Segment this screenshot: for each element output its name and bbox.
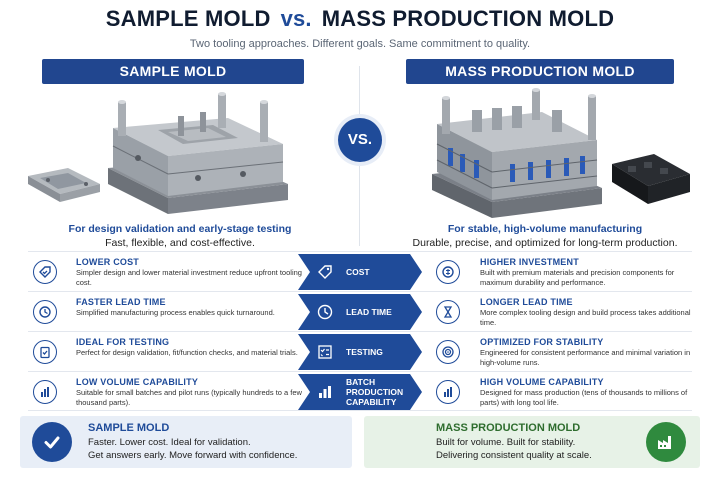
page-title: SAMPLE MOLD vs. MASS PRODUCTION MOLD [0,6,720,32]
comparison-row-testing: IDEAL FOR TESTING Perfect for design val… [28,331,692,371]
category-label: TESTING [346,347,383,357]
comparison-table: LOWER COST Simpler design and lower mate… [28,251,692,411]
comparison-row-cost: LOWER COST Simpler design and lower mate… [28,251,692,291]
tag-check-icon [33,260,57,284]
page-subtitle: Two tooling approaches. Different goals.… [189,38,531,50]
bar-chart-icon [33,380,57,404]
mass-tagline-main: For stable, high-volume manufacturing [447,223,643,235]
bar-chart-icon [316,383,334,401]
category-banner-cost: COST [298,254,422,290]
row-right-title: HIGH VOLUME CAPABILITY [480,377,604,387]
category-banner-lead-time: LEAD TIME [298,294,422,330]
title-left: SAMPLE MOLD [105,6,271,31]
title-right: MASS PRODUCTION MOLD [321,6,615,31]
category-label: COST [346,267,370,277]
category-banner-batch: BATCH PRODUCTION CAPABILITY [298,374,422,410]
mass-tagline-sub: Durable, precise, and optimized for long… [412,237,678,249]
row-left-desc: Perfect for design validation, fit/funct… [76,348,298,357]
sample-mold-summary: SAMPLE MOLD Faster. Lower cost. Ideal fo… [20,416,352,468]
bar-chart-icon [436,380,460,404]
row-right-title: OPTIMIZED FOR STABILITY [480,337,604,347]
row-left-desc: Simplified manufacturing process enables… [76,308,275,317]
mass-production-tagline: For stable, high-volume manufacturing Du… [385,223,705,249]
summary-title: MASS PRODUCTION MOLD [436,422,581,434]
checklist-icon [316,343,334,361]
coin-icon [436,260,460,284]
mass-production-header: MASS PRODUCTION MOLD [406,59,674,84]
category-label: LEAD TIME [346,307,392,317]
row-right-title: HIGHER INVESTMENT [480,257,579,267]
summary-line-1: Faster. Lower cost. Ideal for validation… [88,437,251,448]
row-right-desc: Engineered for consistent performance an… [480,348,691,367]
sample-tagline-sub: Fast, flexible, and cost-effective. [105,237,255,249]
hourglass-icon [436,300,460,324]
summary-line-2: Get answers early. Move forward with con… [88,450,298,461]
row-left-title: LOW VOLUME CAPABILITY [76,377,199,387]
row-left-title: IDEAL FOR TESTING [76,337,170,347]
row-right-desc: More complex tooling design and build pr… [480,308,691,327]
comparison-row-lead-time: FASTER LEAD TIME Simplified manufacturin… [28,291,692,331]
row-right-title: LONGER LEAD TIME [480,297,573,307]
row-right-desc: Built with premium materials and precisi… [480,268,675,287]
sample-mold-tagline: For design validation and early-stage te… [20,223,340,249]
checkmark-icon [32,422,72,462]
category-label: BATCH PRODUCTION CAPABILITY [346,377,404,407]
title-vs: vs. [280,6,312,31]
mass-production-summary: MASS PRODUCTION MOLD Built for volume. B… [364,416,700,468]
sample-mold-image [28,88,328,220]
vs-badge: VS. [338,118,382,162]
comparison-row-capability: LOW VOLUME CAPABILITY Suitable for small… [28,371,692,411]
price-tag-icon [316,263,334,281]
row-right-desc: Designed for mass production (tens of th… [480,388,688,407]
row-left-desc: Suitable for small batches and pilot run… [76,388,302,407]
category-banner-testing: TESTING [298,334,422,370]
row-left-title: LOWER COST [76,257,139,267]
row-left-title: FASTER LEAD TIME [76,297,166,307]
row-left-desc: Simpler design and lower material invest… [76,268,302,287]
summary-line-2: Delivering consistent quality at scale. [436,450,592,461]
target-icon [436,340,460,364]
sample-mold-header: SAMPLE MOLD [42,59,304,84]
factory-icon [646,422,686,462]
sample-tagline-main: For design validation and early-stage te… [68,223,292,235]
mass-production-mold-image [392,88,692,222]
summary-title: SAMPLE MOLD [88,422,170,434]
clock-icon [33,300,57,324]
clock-icon [316,303,334,321]
clipboard-check-icon [33,340,57,364]
summary-line-1: Built for volume. Built for stability. [436,437,576,448]
